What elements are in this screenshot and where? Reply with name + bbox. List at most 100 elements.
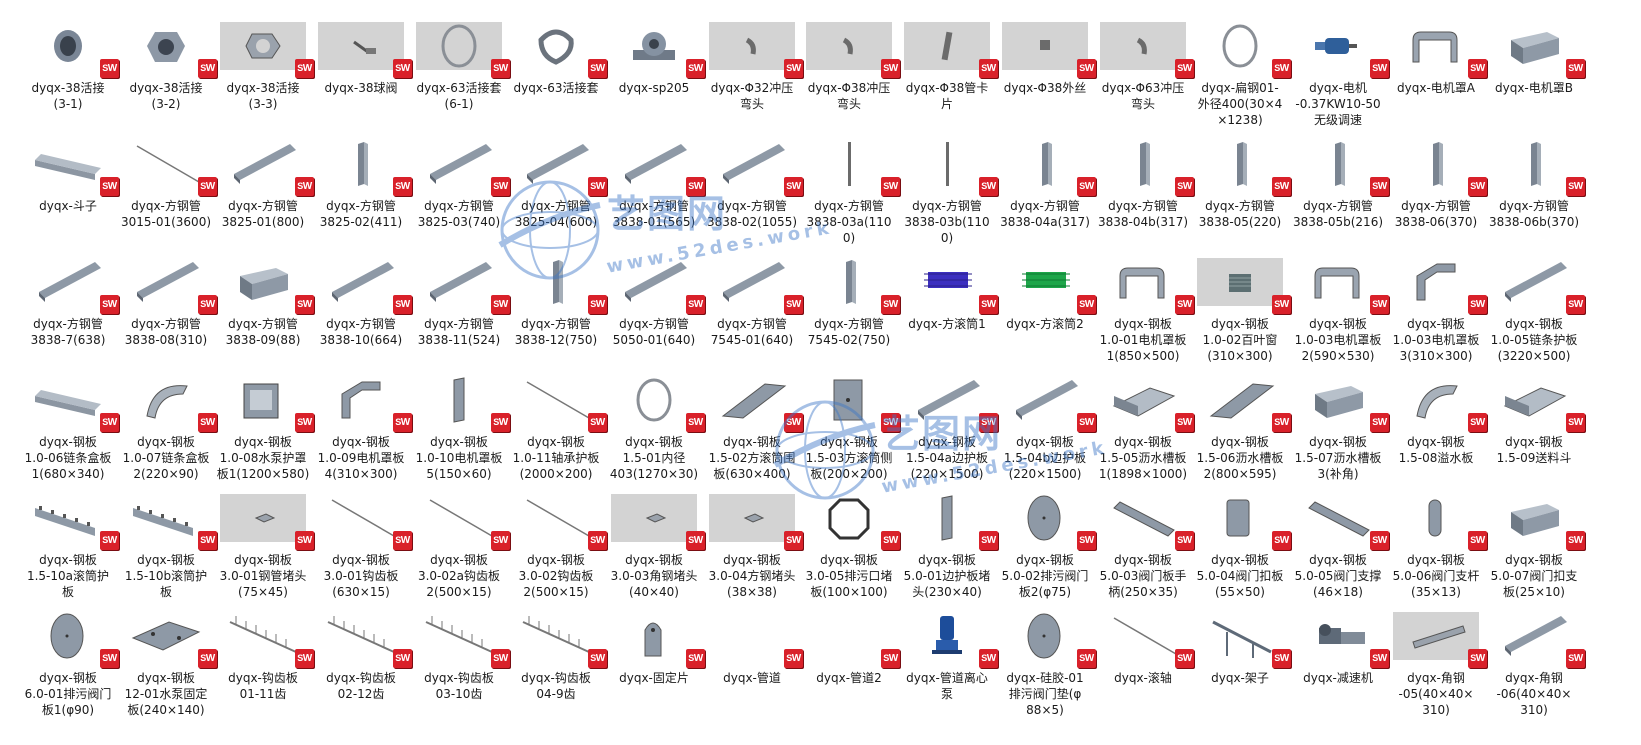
part-pipe-icon <box>709 612 795 660</box>
file-label: dyqx-38活接 (3-1) <box>31 81 105 111</box>
file-label: dyqx-钢板 1.5-02方滚筒围 板(630×400) <box>708 435 796 481</box>
solidworks-badge-icon: SW <box>1077 295 1096 314</box>
